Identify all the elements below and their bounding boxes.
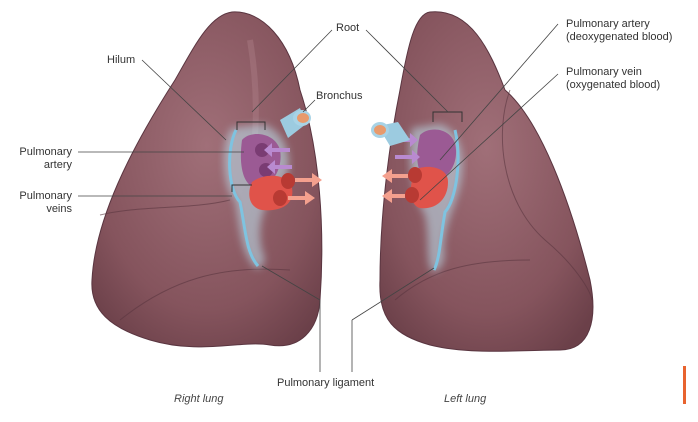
accent-bar [683,366,686,404]
label-pulmonary-artery-right: Pulmonary artery [19,146,72,171]
label-hilum: Hilum [107,54,136,66]
label-pulmonary-vein-left: Pulmonary vein (oxygenated blood) [566,66,661,91]
left-lung [371,11,594,352]
caption-left-lung: Left lung [444,393,487,405]
caption-right-lung: Right lung [174,393,224,405]
label-pulmonary-artery-left: Pulmonary artery (deoxygenated blood) [566,18,673,43]
label-pulmonary-ligament: Pulmonary ligament [277,377,375,389]
label-root: Root [336,22,360,34]
leader-lines [78,23,559,372]
right-lung [91,11,323,348]
label-pulmonary-veins-right: Pulmonary veins [19,190,72,215]
label-bronchus: Bronchus [316,90,363,102]
